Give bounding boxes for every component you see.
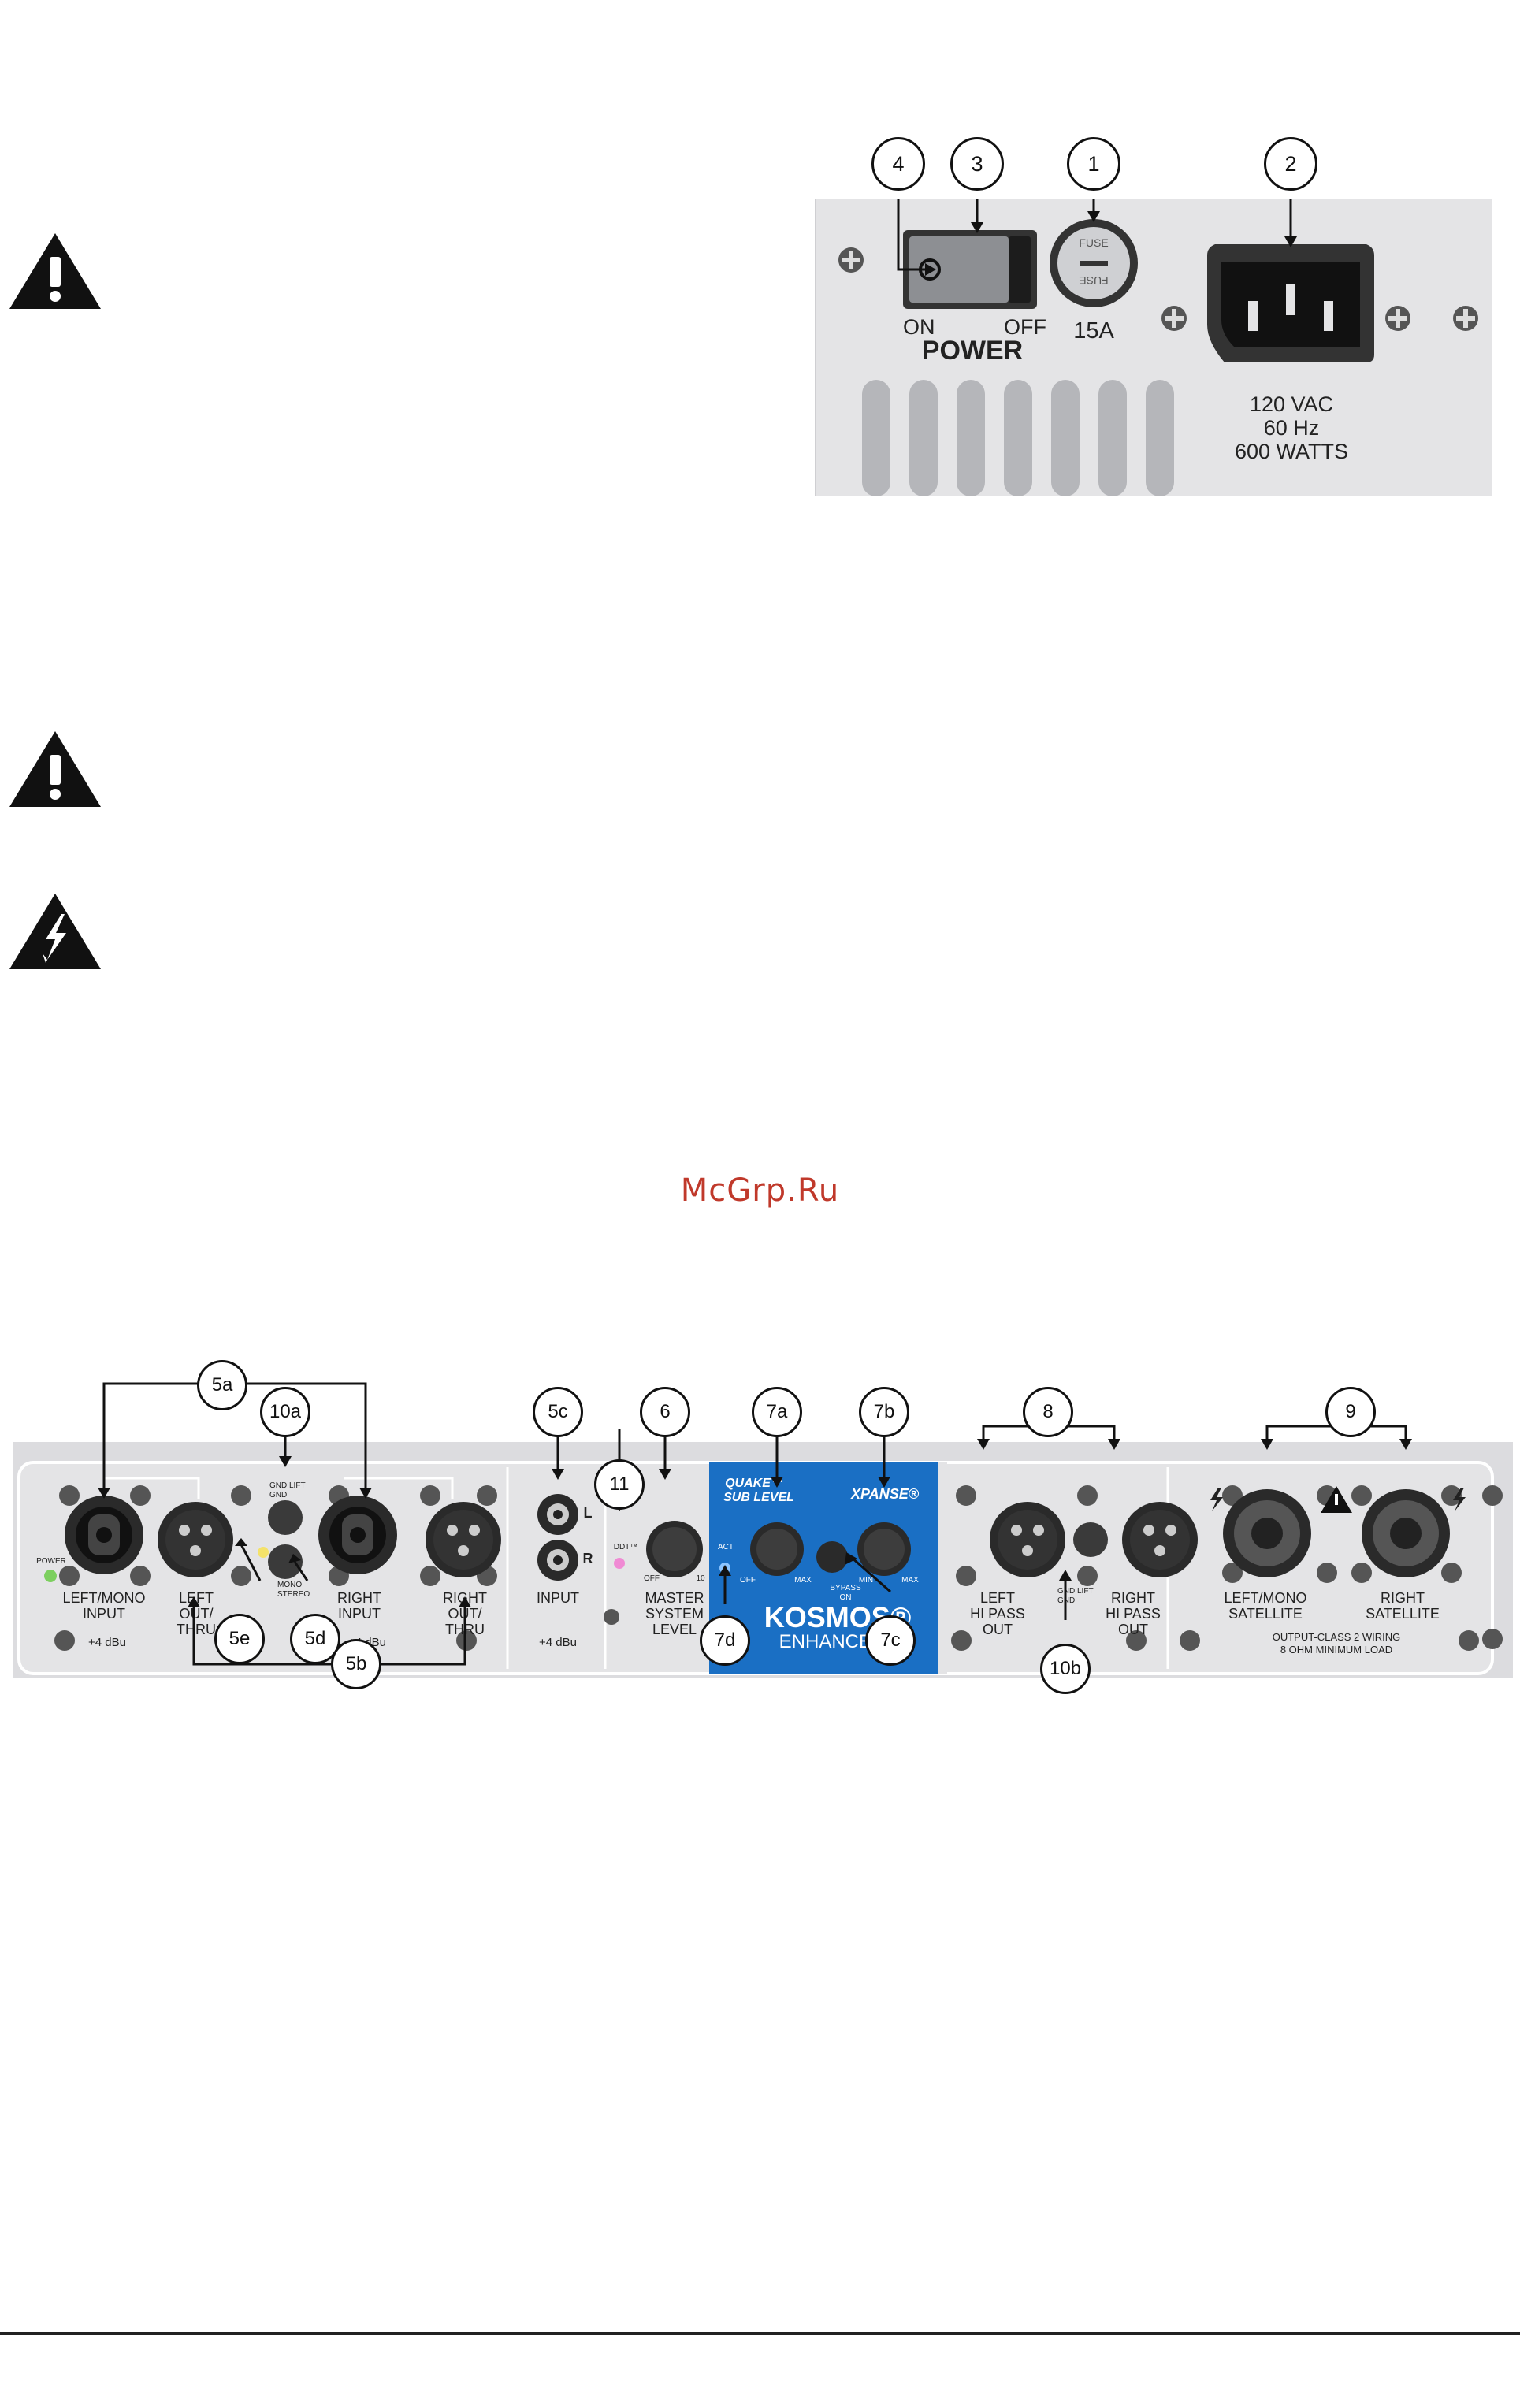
master-label-3: LEVEL <box>652 1622 697 1637</box>
callout-9: 9 <box>1325 1387 1376 1437</box>
stereo-label: STEREO <box>277 1590 310 1599</box>
callout-10a: 10a <box>260 1387 310 1437</box>
left-thru-label-2: OUT/ <box>179 1606 214 1622</box>
left-mono-sat-label-2: SATELLITE <box>1228 1606 1303 1622</box>
xpanse-min-label: MIN <box>858 1576 874 1585</box>
sub-level-label: SUB LEVEL <box>723 1491 794 1504</box>
callout-8: 8 <box>1023 1387 1073 1437</box>
warning-triangle-icon <box>9 233 101 309</box>
callout-11: 11 <box>594 1459 645 1510</box>
gnd-label-top: GND <box>269 1491 288 1499</box>
callout-7d: 7d <box>700 1615 750 1666</box>
power-led-label: POWER <box>36 1557 66 1566</box>
knob-off-label: OFF <box>644 1574 660 1583</box>
callout-6: 6 <box>640 1387 690 1437</box>
right-input-label-2: INPUT <box>338 1606 381 1622</box>
rca-input-label: INPUT <box>537 1590 579 1606</box>
ddt-label: DDT™ <box>613 1543 638 1551</box>
xpanse-label: XPANSE® <box>851 1486 919 1502</box>
rca-l-label: L <box>583 1505 593 1521</box>
callout-5c: 5c <box>533 1387 583 1437</box>
right-input-label-1: RIGHT <box>337 1590 381 1606</box>
callout-7a: 7a <box>752 1387 802 1437</box>
left-mono-sat-label-1: LEFT/MONO <box>1224 1590 1307 1606</box>
bypass-label: BYPASS <box>830 1584 861 1592</box>
output-note-1: OUTPUT-CLASS 2 WIRING <box>1272 1631 1401 1643</box>
warning-triangle-icon <box>9 731 101 807</box>
left-hipass-label-2: HI PASS <box>970 1606 1025 1622</box>
electric-shock-warning-icon <box>9 894 101 969</box>
switch-on-label: ON <box>903 315 935 339</box>
quake-off-label: OFF <box>740 1576 756 1585</box>
master-label-1: MASTER <box>645 1590 704 1606</box>
left-hipass-label-3: OUT <box>983 1622 1013 1637</box>
bypass-on-label: ON <box>839 1593 852 1602</box>
left-mono-input-label-2: INPUT <box>83 1606 125 1622</box>
callout-1: 1 <box>1067 137 1120 191</box>
callout-5a: 5a <box>197 1360 247 1410</box>
callout-5b: 5b <box>331 1639 381 1689</box>
frequency-label: 60 Hz <box>1263 416 1320 440</box>
right-hipass-label-2: HI PASS <box>1106 1606 1161 1622</box>
callout-3: 3 <box>950 137 1004 191</box>
callout-7c: 7c <box>865 1615 916 1666</box>
gnd-lift-label-top: GND LIFT <box>269 1481 306 1490</box>
fuse-label-bottom: FUSE <box>1079 274 1109 287</box>
power-panel: FUSE FUSE ON OFF POWER 15A 120 VAC 60 Hz… <box>815 199 1492 496</box>
right-hipass-label-3: OUT <box>1118 1622 1148 1637</box>
act-label: ACT <box>718 1543 734 1551</box>
knob-10-label: 10 <box>696 1574 705 1583</box>
level-label-a: +4 dBu <box>88 1636 126 1649</box>
gnd-lift-label-b: GND LIFT <box>1057 1587 1094 1596</box>
level-label-c: +4 dBu <box>539 1636 577 1649</box>
xpanse-max-label: MAX <box>901 1576 919 1585</box>
fuse-rating: 15A <box>1073 318 1114 344</box>
callout-4: 4 <box>871 137 925 191</box>
right-sat-label-1: RIGHT <box>1381 1590 1425 1606</box>
mono-label: MONO <box>277 1581 303 1589</box>
left-thru-label-3: THRU <box>177 1622 216 1637</box>
callout-2: 2 <box>1264 137 1317 191</box>
wattage-label: 600 WATTS <box>1234 440 1349 463</box>
power-label: POWER <box>921 336 1024 366</box>
callout-10b: 10b <box>1040 1644 1091 1694</box>
output-note-2: 8 OHM MINIMUM LOAD <box>1280 1644 1393 1656</box>
callout-5e: 5e <box>214 1614 265 1664</box>
master-label-2: SYSTEM <box>645 1606 704 1622</box>
watermark-text: McGrp.Ru <box>680 1172 840 1209</box>
left-hipass-label-1: LEFT <box>979 1590 1015 1606</box>
quake-label: QUAKE™ <box>725 1477 783 1490</box>
callout-7b: 7b <box>859 1387 909 1437</box>
rear-panel: POWER LEFT/MONO INPUT +4 dBu LEFT OUT/ T… <box>13 1442 1513 1678</box>
footer-divider <box>0 2332 1520 2335</box>
right-hipass-label-1: RIGHT <box>1111 1590 1155 1606</box>
voltage-label: 120 VAC <box>1249 392 1334 416</box>
switch-off-label: OFF <box>1004 315 1046 339</box>
rca-r-label: R <box>582 1551 593 1566</box>
left-mono-input-label-1: LEFT/MONO <box>62 1590 146 1606</box>
left-thru-label-1: LEFT <box>178 1590 214 1606</box>
quake-max-label: MAX <box>794 1576 812 1585</box>
right-sat-label-2: SATELLITE <box>1366 1606 1440 1622</box>
fuse-label-top: FUSE <box>1079 236 1109 249</box>
